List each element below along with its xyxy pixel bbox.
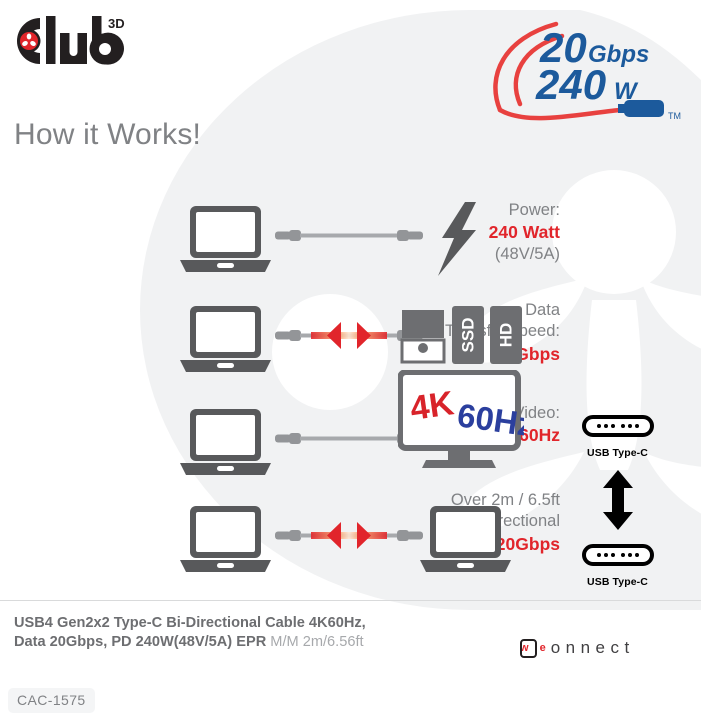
weconnect-c-box (519, 638, 537, 658)
arrow-right-icon (357, 322, 371, 349)
weconnect-w: w (520, 642, 529, 654)
product-title-line1: USB4 Gen2x2 Type-C Bi-Directional Cable … (14, 615, 366, 631)
badge-trademark: TM (668, 111, 681, 121)
page-headline: How it Works! (14, 118, 202, 151)
laptop-icon (180, 409, 271, 475)
arrow-right-icon (357, 522, 371, 549)
connector-label-bottom: USB Type-C (587, 576, 648, 588)
weconnect-logo: w e onnect (519, 638, 635, 658)
usb-c-port-icon (581, 544, 654, 566)
storage-label-ssd: SSD (459, 318, 478, 353)
feature-row-power: Power: 240 Watt (48V/5A) (0, 200, 560, 280)
product-title-line2-main: Data 20Gbps, PD 240W(48V/5A) EPR (14, 634, 267, 651)
product-title-line2: Data 20Gbps, PD 240W(48V/5A) EPR M/M 2m/… (14, 633, 366, 652)
footer-divider (0, 600, 701, 601)
weconnect-e: e (539, 642, 546, 654)
product-title: USB4 Gen2x2 Type-C Bi-Directional Cable … (14, 614, 366, 653)
monitor-icon: 4K 60Hz (398, 370, 524, 468)
weconnect-word: onnect (550, 638, 635, 657)
badge-arc-tail (497, 107, 623, 121)
usb-c-cable-bidirectional-icon (275, 522, 423, 549)
laptop-icon (180, 206, 271, 272)
usb-c-port-icon (581, 415, 654, 437)
monitor-text-4k: 4K (408, 384, 457, 428)
double-headed-vertical-arrow-icon (602, 470, 633, 530)
storage-label-hd: HD (497, 323, 516, 348)
logo-superscript: 3D (108, 16, 125, 31)
arrow-left-icon (327, 322, 341, 349)
storage-devices-icon: SSD HD (400, 306, 522, 364)
connector-label-top: USB Type-C (587, 447, 648, 459)
part-number-badge: CAC-1575 (8, 688, 95, 713)
speed-power-badge: 20 Gbps 240 W TM (493, 21, 681, 121)
arrow-left-icon (327, 522, 341, 549)
product-title-suffix: M/M 2m/6.56ft (270, 634, 364, 651)
laptop-icon (180, 506, 271, 572)
laptop-icon (420, 506, 511, 572)
usb-c-connector-icon (618, 100, 664, 117)
club3d-logo: 3D (17, 16, 125, 65)
laptop-icon (180, 306, 271, 372)
usb-c-connector-panel: USB Type-C USB Type-C (565, 415, 670, 588)
lightning-bolt-icon (438, 202, 476, 276)
feature-row-data: Data Transfer speed: 20Gbps (0, 300, 560, 380)
badge-power-value: 240 (535, 61, 606, 108)
usb-c-cable-icon (275, 230, 423, 241)
feature-row-bidirectional: Over 2m / 6.5ft Fully Bidirectional 20Gb… (0, 490, 560, 572)
